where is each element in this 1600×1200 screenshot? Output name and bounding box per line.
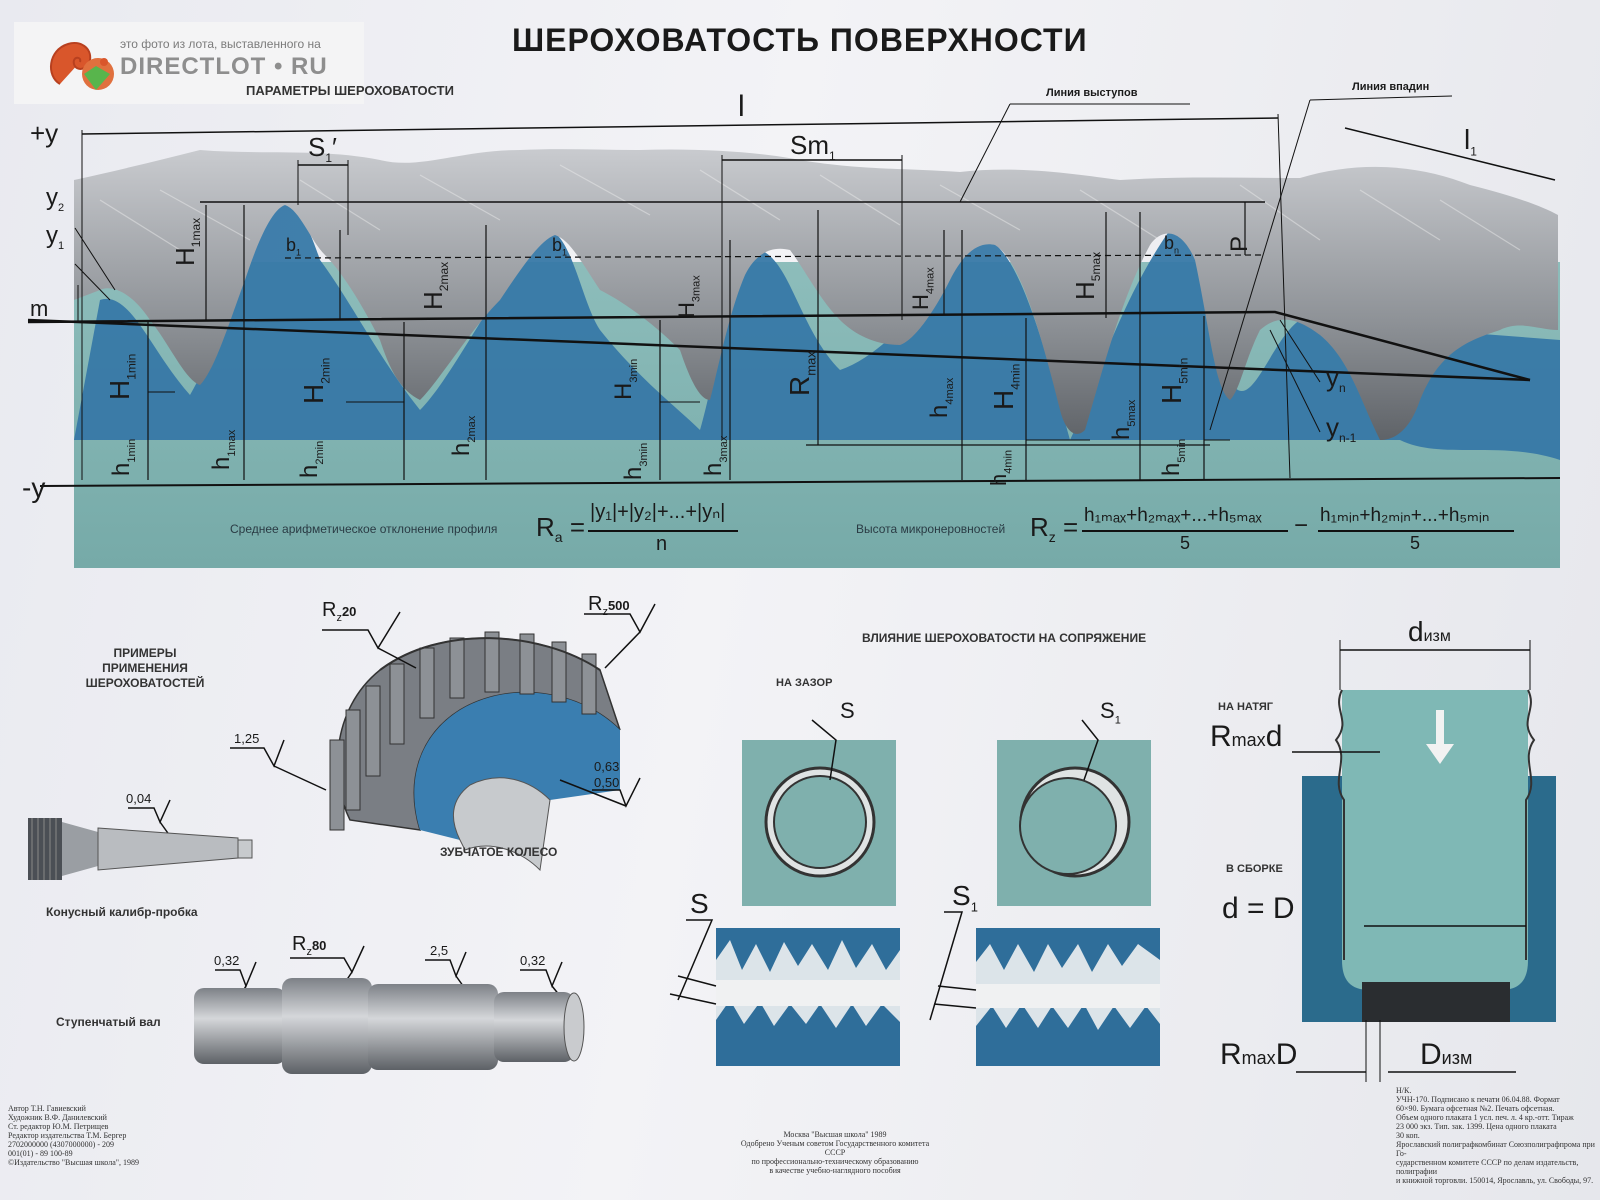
roughness-profile-diagram: [27, 95, 1561, 568]
cone-gauge-illustration: [28, 818, 253, 880]
d-eq-D-label: d = D: [1222, 892, 1295, 925]
rz-fraction-bar-min: [1318, 530, 1514, 532]
gear-caption: ЗУБЧАТОЕ КОЛЕСО: [440, 845, 558, 859]
assembly-label: В СБОРКЕ: [1226, 863, 1283, 875]
length-l-label: l: [738, 90, 745, 123]
strip-s-label: S: [690, 888, 709, 919]
watermark: это фото из лота, выставленного на DIREC…: [14, 22, 364, 104]
rough-surface: [74, 149, 1558, 440]
mean-line-profile: [27, 310, 1531, 382]
rz80-label: Rz80: [292, 933, 327, 958]
rmax-d-label: Rmaxd: [1210, 720, 1283, 753]
rz-lhs: Rz =: [1030, 512, 1079, 546]
sm1-label: Sm1: [790, 130, 836, 164]
mean-line: [27, 318, 1531, 382]
bn-label: bn: [1164, 233, 1180, 256]
length-l-arrow: [81, 117, 1279, 135]
rz500-label: Rz500: [588, 593, 630, 618]
rough-032a-label: 0,32: [214, 953, 240, 968]
rz-fraction-bar-max: [1082, 530, 1288, 532]
y1-label: y1: [46, 222, 65, 252]
strip-s1-label: S1: [952, 880, 978, 915]
stepped-shaft-caption: Ступенчатый вал: [56, 1015, 161, 1029]
watermark-caption: это фото из лота, выставленного на: [120, 37, 321, 51]
clearance-label: НА ЗАЗОР: [776, 677, 833, 689]
imprint-right: Н/К.УЧН-170. Подписано к печати 06.04.88…: [1396, 1086, 1595, 1185]
rz-denominator-min: 5: [1410, 533, 1421, 553]
yn-label: yn: [1326, 362, 1346, 396]
interference-label: НА НАТЯГ: [1218, 701, 1273, 713]
b2-label: b1: [552, 235, 568, 258]
valley-line-label: Линия впадин: [1352, 81, 1430, 93]
rz-denominator-max: 5: [1180, 533, 1191, 553]
clearance-s-label: S: [840, 698, 855, 723]
D-meas-label: Dизм: [1420, 1038, 1473, 1071]
squirrel-logo-icon: [50, 42, 114, 90]
mean-line-label: m: [30, 296, 49, 321]
profile-heading: ПАРАМЕТРЫ ШЕРОХОВАТОСТИ: [246, 83, 454, 98]
watermark-brand: DIRECTLOT • RU: [120, 53, 328, 80]
rough-125-label: 1,25: [234, 731, 260, 746]
minus-y-line: [39, 477, 1561, 487]
poster-title: ШЕРОХОВАТОСТЬ ПОВЕРХНОСТИ: [512, 22, 1088, 58]
s1-label: S1′: [308, 132, 337, 166]
ra-denominator: n: [656, 533, 668, 555]
y2-label: y2: [46, 184, 65, 214]
gear-illustration: [329, 631, 621, 872]
rz-numerator-min: h₁ₘᵢₙ+h₂ₘᵢₙ+...+h₅ₘᵢₙ: [1320, 505, 1490, 526]
cone-gauge-caption: Конусный калибр-пробка: [46, 905, 198, 919]
ra-numerator: |y₁|+|y₂|+...+|yₙ|: [590, 501, 726, 523]
rough-25-label: 2,5: [430, 943, 449, 958]
peak-line-label: Линия выступов: [1046, 87, 1138, 99]
ra-caption: Среднее арифметическое отклонение профил…: [230, 522, 498, 536]
ra-fraction-bar: [588, 530, 738, 532]
valley-dashed-line: [284, 254, 1263, 259]
rz-caption: Высота микронеровностей: [856, 522, 1006, 536]
rz-minus: −: [1294, 512, 1309, 539]
rmax-D-label: RmaxD: [1220, 1038, 1298, 1071]
plus-y-label: +y: [30, 118, 59, 148]
b1-label: b1: [286, 235, 302, 258]
minus-y-label: -y: [22, 472, 46, 503]
rough-032b-label: 0,32: [520, 953, 546, 968]
rough-004-label: 0,04: [126, 791, 152, 806]
yn1-label: yn-1: [1326, 412, 1357, 446]
stepped-shaft-illustration: [194, 978, 585, 1074]
clearance-s1-label: S1: [1100, 698, 1121, 727]
ra-lhs: Ra =: [536, 512, 585, 546]
valley-fill: [74, 200, 1560, 461]
rz-numerator-max: h₁ₘₐₓ+h₂ₘₐₓ+...+h₅ₘₐₓ: [1084, 505, 1262, 526]
fit-heading: ВЛИЯНИЕ ШЕРОХОВАТОСТИ НА СОПРЯЖЕНИЕ: [862, 631, 1147, 645]
length-l1-label: l1: [1464, 124, 1477, 159]
rough-063-label: 0,63: [594, 759, 620, 774]
d-meas-label: dизм: [1408, 616, 1451, 647]
rough-050-label: 0,50: [594, 775, 620, 790]
rz20-label: Rz20: [322, 599, 357, 624]
